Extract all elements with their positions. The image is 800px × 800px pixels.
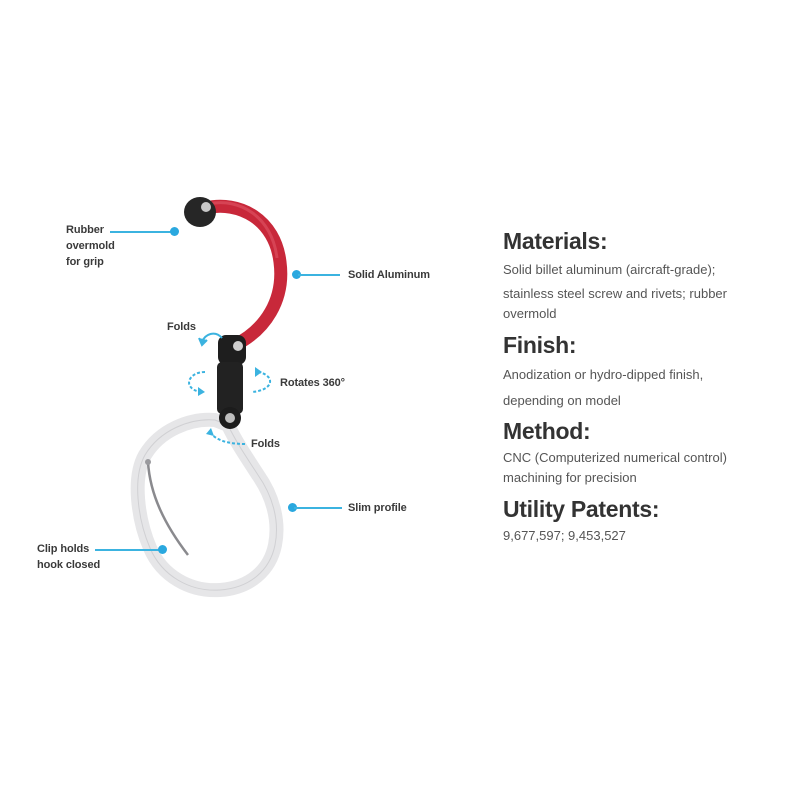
rubber-tip	[184, 197, 216, 227]
carabiner-body	[130, 412, 284, 598]
callout-rotates: Rotates 360°	[280, 377, 345, 389]
spec-heading: Method:	[503, 418, 591, 444]
leader-line	[294, 507, 342, 509]
leader-line	[298, 274, 340, 276]
callout-text: for grip	[66, 256, 104, 268]
wire-gate	[146, 461, 189, 556]
leader-line	[95, 549, 160, 551]
callout-slim-profile: Slim profile	[348, 502, 407, 514]
rotate-arrow-left-icon	[188, 371, 206, 393]
callout-rubber-overmold: Rubber overmold for grip	[66, 222, 115, 270]
spec-text: Anodization or hydro-dipped finish,	[503, 367, 704, 382]
spec-heading: Finish:	[503, 332, 577, 358]
spec-text: machining for precision	[503, 470, 637, 485]
callout-folds-bottom: Folds	[251, 438, 280, 450]
callout-text: hook closed	[37, 559, 101, 571]
aluminum-hook	[198, 199, 288, 352]
spec-finish: Finish: Anodization or hydro-dipped fini…	[503, 330, 793, 414]
spec-text: Solid billet aluminum (aircraft-grade);	[503, 262, 716, 277]
spec-text: stainless steel screw and rivets; rubber	[503, 286, 727, 301]
spec-patents: Utility Patents: 9,677,597; 9,453,527	[503, 494, 793, 546]
spec-text: 9,677,597; 9,453,527	[503, 528, 626, 543]
spec-text: CNC (Computerized numerical control)	[503, 450, 727, 465]
pointer-dot	[292, 270, 301, 279]
spec-heading: Materials:	[503, 228, 608, 254]
leader-line	[110, 231, 172, 233]
callout-text: overmold	[66, 240, 115, 252]
spec-materials: Materials: Solid billet aluminum (aircra…	[503, 226, 793, 322]
pointer-dot	[170, 227, 179, 236]
pointer-dot	[288, 503, 297, 512]
spec-text: depending on model	[503, 393, 621, 408]
rotate-arrow-right-icon	[251, 371, 271, 393]
spec-heading: Utility Patents:	[503, 496, 660, 522]
spec-text: overmold	[503, 306, 557, 321]
callout-solid-aluminum: Solid Aluminum	[348, 269, 430, 281]
callout-text: Rubber	[66, 224, 104, 236]
callout-text: Clip holds	[37, 543, 90, 555]
swivel-joint	[217, 335, 246, 429]
fold-arrow-top-icon	[198, 332, 223, 347]
callout-clip: Clip holds hook closed	[37, 541, 100, 573]
callout-folds-top: Folds	[167, 321, 196, 333]
pointer-dot	[158, 545, 167, 554]
spec-method: Method: CNC (Computerized numerical cont…	[503, 416, 793, 488]
